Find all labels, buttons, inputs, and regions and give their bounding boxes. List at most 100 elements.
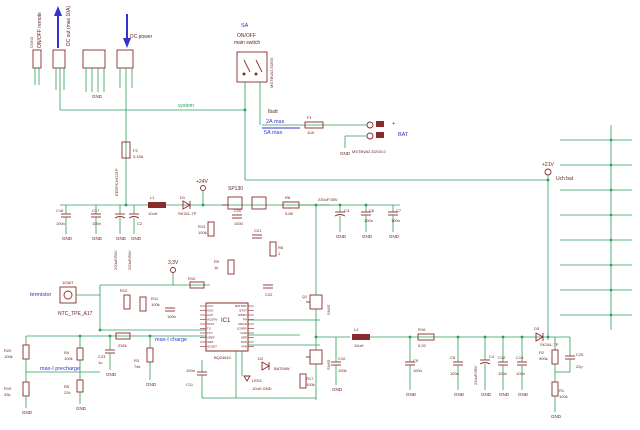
c6-val: 100n — [364, 218, 373, 223]
ic-pin-right-label: REGN — [238, 322, 247, 326]
resistor-r11: R11 100k — [139, 296, 160, 312]
v24-label: +24V — [196, 179, 208, 185]
led-ref: LED1 — [252, 378, 263, 383]
d2-ref: D2 — [258, 356, 264, 361]
connector-remote: CON3 ON/OFF remote — [29, 12, 43, 85]
switch-label-2: main switch — [234, 40, 260, 46]
c3-ref: C3 — [344, 208, 350, 213]
r1-val: 100k — [559, 394, 568, 399]
gnd-c10: GND — [332, 387, 343, 392]
cap-c1: 220uF/50V GND — [113, 205, 127, 270]
r8-val: 0,68 — [285, 211, 294, 216]
c7-val: 100n — [391, 218, 400, 223]
ntc-label: NTC_TPE_A17 — [58, 311, 93, 317]
gnd-c3: GND — [336, 234, 347, 239]
r19-val: 33k — [4, 392, 10, 397]
cap-c9: C9 100n GND — [405, 337, 422, 397]
ic-pin-left-label: ACDRV — [207, 318, 217, 322]
r2-ref: R2 — [539, 350, 545, 355]
ic-bq24610: IC1 BQ24610 VCCACNACPACDRVSTATTSTTCVREFI… — [200, 302, 254, 360]
ic-pin-right-label: SRN — [241, 340, 247, 344]
cap-c3: C3 GND — [334, 205, 350, 239]
ibatt-max-1: 2A max — [266, 119, 285, 125]
v21-label: +21V — [542, 162, 554, 168]
r17-val: 100k — [306, 382, 315, 387]
sa-label: SA — [241, 23, 249, 29]
switch-part: MSTBVA2,5/2G5 — [269, 57, 274, 88]
l2-ref: L2 — [354, 327, 359, 332]
rsense-val: 0,02 — [418, 343, 427, 348]
ic-pin-left-label: TTC — [207, 331, 214, 335]
con3-remote-ref: CON3 — [29, 36, 34, 48]
c7-ref: C7 — [396, 208, 402, 213]
r11-ref: R11 — [151, 296, 159, 301]
ic-pin-right-label: BATDRV — [235, 304, 247, 308]
bat-connector: + BAT MSTBVA2,5/2G5.0 — [352, 121, 409, 154]
gnd-label-bat: GND — [340, 151, 351, 156]
diode-d1: D1 SK34L-TP — [178, 195, 197, 216]
cap-c21b: 100n — [165, 307, 176, 319]
r11-val: 100k — [151, 302, 160, 307]
c13-val: 100n — [516, 371, 525, 376]
c2-val: 220uF/50V — [127, 250, 132, 270]
resistor-r13: R13 100k — [198, 221, 215, 237]
gnd-c1: GND — [116, 236, 127, 241]
ic-pin-right-label: BTST — [239, 309, 247, 313]
r10-ref: R10 — [188, 276, 196, 281]
r4-ref: R4 — [64, 350, 70, 355]
gnd-label-mid: GND — [92, 94, 103, 99]
connector-mid: GND — [82, 49, 106, 99]
f2-fuse: EEEFK1H221P — [114, 168, 119, 196]
c20-val: 1000 — [234, 221, 244, 226]
l1-ref: L1 — [150, 195, 155, 200]
r1-ref: R1 — [559, 388, 565, 393]
switch-label-1: ON/OFF — [237, 33, 256, 39]
q2-val: SN6S — [326, 359, 331, 370]
ic-pin-left-label: ACN — [207, 309, 213, 313]
r20-val: 100k — [4, 354, 13, 359]
d1-val: SK34L-TP — [178, 211, 197, 216]
cap-c11: 100n C11 — [186, 360, 207, 398]
c4-val: 220uF/35V — [473, 365, 478, 385]
gnd-r19: GND — [22, 410, 33, 415]
resistor-r9: R9 1k — [214, 259, 235, 275]
resistor-r17: R17 100k — [299, 373, 315, 389]
resistor-r19: R19 33k — [4, 381, 30, 397]
r13-ref: R13 — [198, 224, 206, 229]
main-switch: SA ON/OFF main switch MSTBVA2,5/2G5 — [234, 23, 274, 88]
thermistor-label: termistor — [30, 292, 52, 298]
resistor-r14: 232k — [115, 332, 131, 348]
r13-val: 100k — [198, 230, 207, 235]
c17-ref: C17 — [92, 208, 100, 213]
gnd-c12: GND — [499, 392, 510, 397]
c22-ref: C22 — [265, 292, 273, 297]
v3-label: 3,3V — [168, 260, 179, 266]
ic-pin-left-label: TS — [207, 327, 211, 331]
c11-ref: C11 — [186, 382, 194, 387]
c9-val: 100n — [413, 368, 422, 373]
plus-icon: + — [392, 121, 395, 127]
cap-c4: C4 220uF/35V GND — [473, 337, 495, 397]
gnd-c9: GND — [406, 392, 417, 397]
f1-val: 10A — [307, 130, 314, 135]
ic-pin-right-label: LODRV — [237, 327, 247, 331]
ic-pin-right-label: SRP — [241, 336, 247, 340]
q1-ref: Q1 — [302, 294, 308, 299]
c2-ref: C2 — [137, 221, 143, 226]
ic-ref: IC1 — [221, 318, 231, 324]
r5-ref: R5 — [64, 384, 70, 389]
d1-ref: D1 — [180, 195, 186, 200]
cap-c21: C21 — [252, 228, 262, 239]
resistor-r2: R2 900k — [539, 349, 559, 365]
ic-pin-left-label: ACSET — [207, 345, 217, 349]
cap-c6: C6 100n GND — [361, 205, 375, 239]
gnd-c16: GND — [62, 236, 73, 241]
c20-ref: C20 — [234, 208, 242, 213]
gnd-r1: GND — [551, 414, 562, 419]
c9-ref: C9 — [413, 358, 419, 363]
ic-pin-left-label: ACP — [207, 313, 213, 317]
thermistor-ref: 103AT — [62, 280, 74, 285]
ic-pin-left-label: VREF — [207, 336, 215, 340]
cap-c7: C7 100n GND — [388, 205, 402, 239]
c21-val: 100n — [167, 314, 176, 319]
